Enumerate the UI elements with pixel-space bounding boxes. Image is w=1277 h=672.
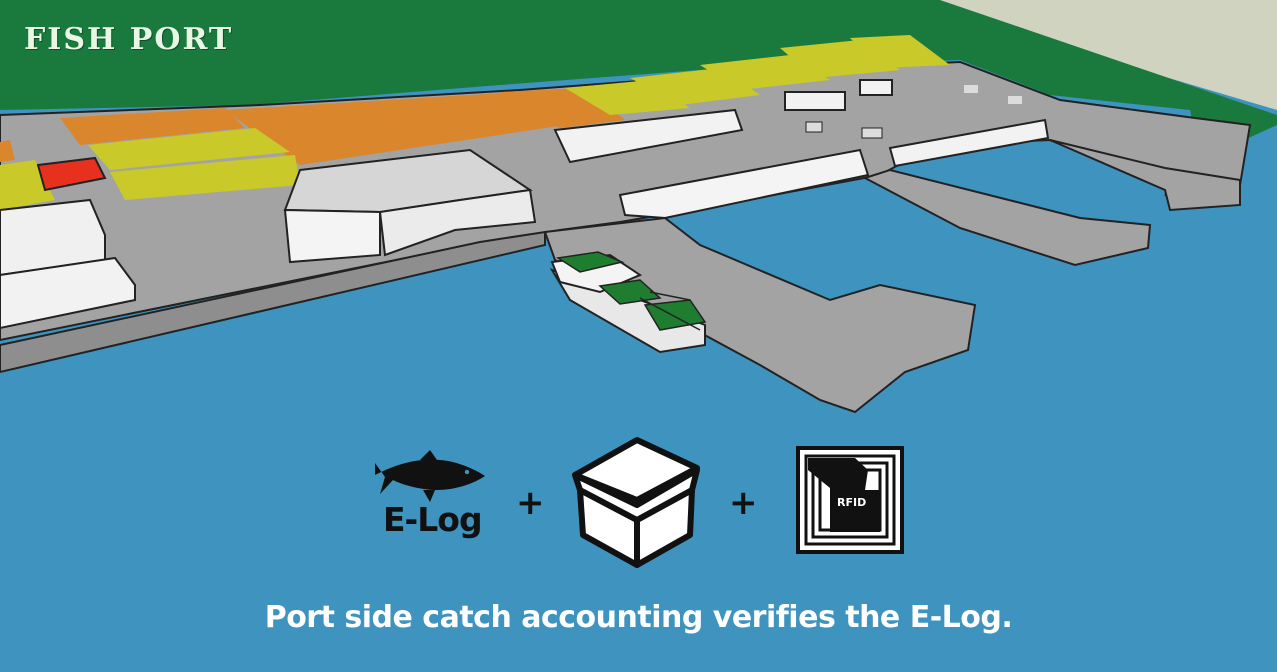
small-building-2 xyxy=(860,80,892,95)
small-building-5 xyxy=(964,85,978,93)
plus-sign-1: + xyxy=(516,483,545,523)
small-building-3 xyxy=(806,122,822,132)
small-building-1 xyxy=(785,92,845,110)
central-building-front xyxy=(285,210,380,262)
page-title: FISH PORT xyxy=(24,22,233,57)
small-building-6 xyxy=(1008,96,1022,104)
plus-sign-2: + xyxy=(729,483,758,523)
rfid-label: RFID xyxy=(837,496,866,509)
small-building-4 xyxy=(862,128,882,138)
rfid-tag-icon: RFID xyxy=(798,448,902,552)
elog-label: E-Log xyxy=(383,500,482,539)
caption: Port side catch accounting verifies the … xyxy=(0,600,1277,635)
